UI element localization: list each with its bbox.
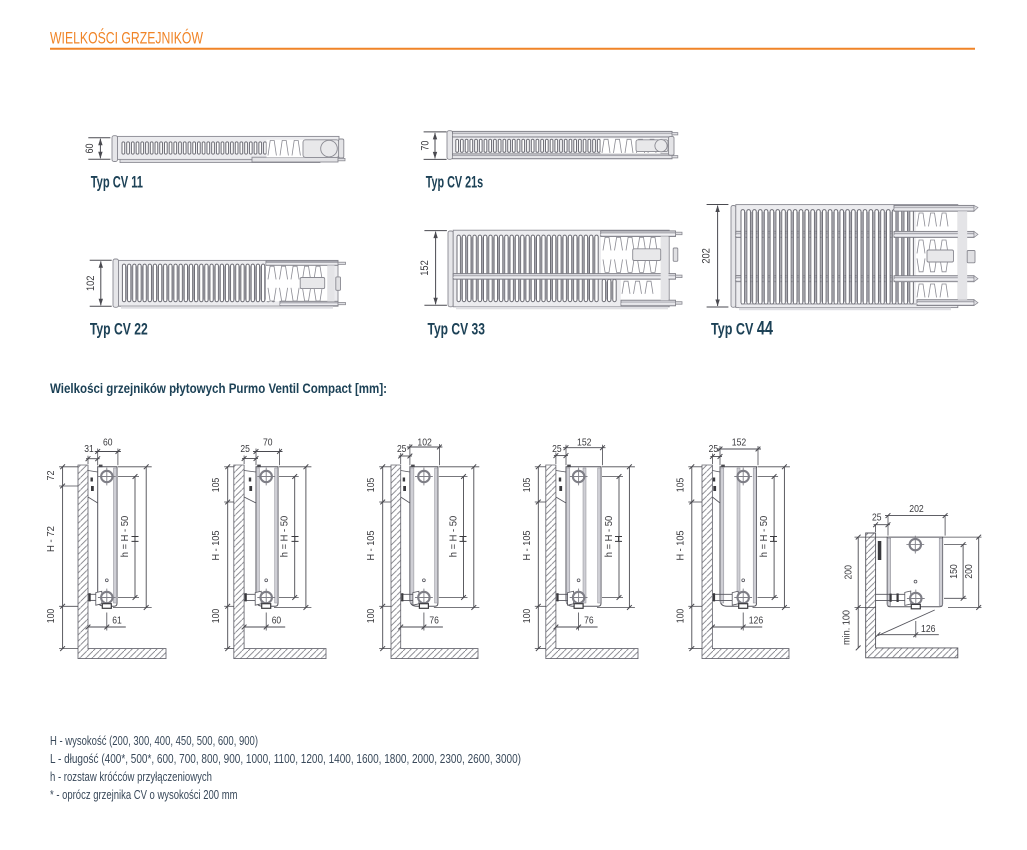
svg-text:150: 150 <box>948 564 960 579</box>
svg-text:100: 100 <box>45 609 57 624</box>
svg-text:70: 70 <box>419 141 431 151</box>
svg-text:25: 25 <box>552 443 562 455</box>
svg-text:100: 100 <box>210 609 222 624</box>
svg-text:Wielkości grzejników płytowych: Wielkości grzejników płytowych Purmo Ven… <box>50 381 387 396</box>
svg-text:202: 202 <box>701 248 713 264</box>
svg-text:* - oprócz grzejnika CV o wyso: * - oprócz grzejnika CV o wysokości 200 … <box>50 787 238 802</box>
svg-text:105: 105 <box>365 478 377 493</box>
svg-text:25: 25 <box>872 511 882 523</box>
svg-text:H - 72: H - 72 <box>45 526 57 552</box>
svg-text:31: 31 <box>84 443 94 455</box>
svg-text:152: 152 <box>732 437 747 449</box>
svg-text:100: 100 <box>674 609 686 624</box>
svg-text:Typ CV 44: Typ CV 44 <box>711 319 773 340</box>
svg-text:h = H - 50: h = H - 50 <box>603 516 615 558</box>
svg-text:200: 200 <box>843 565 855 580</box>
svg-text:126: 126 <box>749 615 764 627</box>
svg-text:Typ CV 21s: Typ CV 21s <box>426 174 484 192</box>
svg-text:25: 25 <box>397 443 407 455</box>
svg-text:Typ CV 22: Typ CV 22 <box>90 321 148 339</box>
svg-text:102: 102 <box>417 437 432 449</box>
svg-text:H - 105: H - 105 <box>210 530 222 560</box>
svg-text:60: 60 <box>84 144 96 154</box>
svg-text:h = H - 50: h = H - 50 <box>119 516 131 558</box>
svg-text:WIELKOŚCI GRZEJNIKÓW: WIELKOŚCI GRZEJNIKÓW <box>50 28 203 47</box>
svg-text:61: 61 <box>112 615 122 627</box>
svg-text:H: H <box>289 535 301 543</box>
svg-text:200: 200 <box>963 564 975 579</box>
svg-text:H - 105: H - 105 <box>521 530 533 560</box>
svg-text:H: H <box>768 535 780 543</box>
svg-text:h = H - 50: h = H - 50 <box>279 516 291 558</box>
svg-text:60: 60 <box>272 615 282 627</box>
svg-text:H: H <box>130 535 142 543</box>
svg-text:100: 100 <box>521 609 533 624</box>
svg-text:L - długość (400*, 500*, 600,: L - długość (400*, 500*, 600, 700, 800, … <box>50 751 521 766</box>
svg-text:H: H <box>613 535 625 543</box>
svg-text:min. 100: min. 100 <box>841 610 853 645</box>
svg-text:H - wysokość (200, 300, 400, 4: H - wysokość (200, 300, 400, 450, 500, 6… <box>50 733 258 748</box>
svg-text:60: 60 <box>103 437 113 449</box>
svg-text:76: 76 <box>584 615 594 627</box>
svg-text:25: 25 <box>240 443 250 455</box>
svg-text:105: 105 <box>210 478 222 493</box>
svg-text:H: H <box>457 535 469 543</box>
svg-text:105: 105 <box>674 478 686 493</box>
svg-text:h = H - 50: h = H - 50 <box>447 516 459 558</box>
svg-text:h = H - 50: h = H - 50 <box>758 516 770 558</box>
svg-text:102: 102 <box>85 276 97 292</box>
svg-text:H - 105: H - 105 <box>674 530 686 560</box>
svg-text:100: 100 <box>365 609 377 624</box>
svg-text:72: 72 <box>45 470 57 480</box>
svg-text:105: 105 <box>521 478 533 493</box>
svg-text:25: 25 <box>709 443 719 455</box>
svg-text:Typ CV 11: Typ CV 11 <box>91 174 143 192</box>
svg-text:Typ CV 33: Typ CV 33 <box>428 321 485 339</box>
svg-text:152: 152 <box>419 260 431 276</box>
svg-text:70: 70 <box>263 437 273 449</box>
svg-text:H - 105: H - 105 <box>365 530 377 560</box>
svg-text:202: 202 <box>909 503 924 515</box>
svg-text:126: 126 <box>921 623 936 635</box>
svg-text:76: 76 <box>429 615 439 627</box>
svg-text:h - rozstaw króćców przyłączen: h - rozstaw króćców przyłączeniowych <box>50 769 212 784</box>
svg-text:152: 152 <box>577 437 592 449</box>
